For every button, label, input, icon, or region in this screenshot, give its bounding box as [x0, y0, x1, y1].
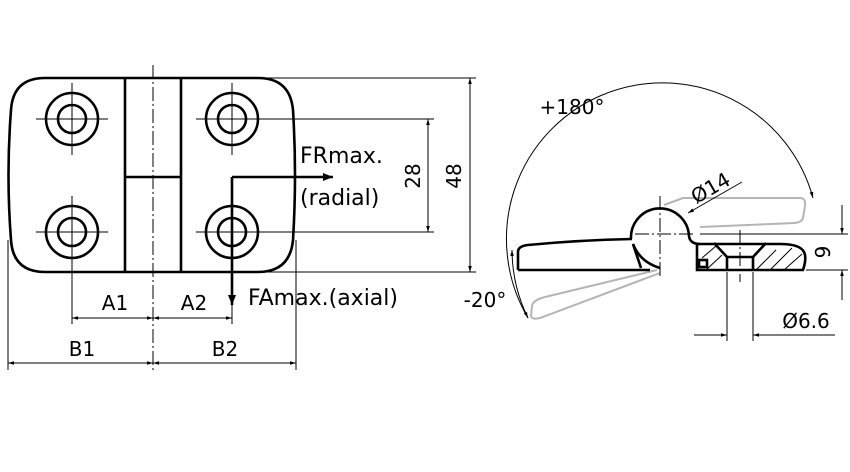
- hole-top-left: [36, 83, 108, 155]
- hole-top-right: [196, 83, 268, 155]
- section-hatch: [701, 245, 803, 271]
- dim-48-label: 48: [442, 163, 466, 188]
- angle-open-label: +180°: [540, 95, 605, 119]
- knuckle: [629, 207, 701, 246]
- knuckle-diameter-leader: [687, 181, 743, 214]
- hole-diameter-label: Ø6.6: [782, 309, 830, 333]
- angle-back-label: -20°: [464, 288, 507, 312]
- knuckle-diameter-label: Ø14: [687, 167, 735, 208]
- dim-b2-label: B2: [212, 337, 238, 361]
- dim-28-label: 28: [401, 163, 425, 188]
- front-view: FRmax. (radial) FAmax.(axial) 28 48 A1 A…: [7, 65, 476, 372]
- dim-a1-label: A1: [102, 291, 128, 315]
- radial-force-label-2: (radial): [300, 186, 379, 211]
- dim-b1-label: B1: [69, 337, 95, 361]
- hinge-body-outline: [7, 76, 297, 274]
- right-leaf: [695, 242, 807, 272]
- detent: [697, 258, 709, 269]
- leaf-open-position: [663, 197, 807, 228]
- axial-force-label: FAmax.(axial): [248, 286, 398, 311]
- radial-force-label-1: FRmax.: [300, 144, 383, 169]
- dim-a2-label: A2: [181, 291, 207, 315]
- left-leaf: [516, 237, 650, 272]
- rotation-arc: [505, 82, 814, 319]
- thickness-label: 9: [811, 246, 835, 259]
- side-view: +180° -20° Ø14 9 Ø6.6: [464, 82, 848, 341]
- leaf-back-position: [529, 269, 661, 320]
